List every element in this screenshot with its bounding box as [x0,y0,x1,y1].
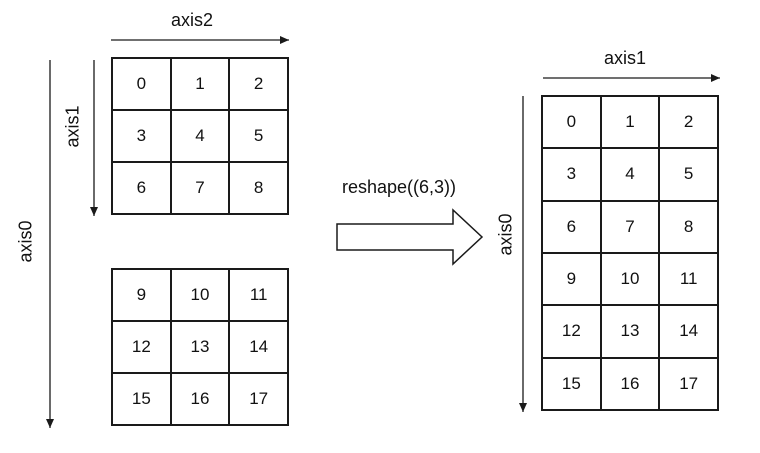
grid-cell: 9 [112,269,171,321]
grid-cell: 9 [542,252,601,306]
grid-cell: 12 [542,305,601,358]
grid-cell: 6 [542,200,601,253]
grid-cell: 0 [112,58,171,110]
axis1-label-right: axis1 [604,48,647,68]
grid-cell: 3 [542,148,601,201]
grid-cell: 17 [229,373,288,425]
grid-cell: 14 [659,305,718,358]
grid-cell: 2 [229,58,288,110]
grid-cell: 16 [170,373,230,425]
grid-cell: 1 [600,96,660,149]
grid-cell: 7 [170,162,230,214]
grid-cell: 15 [112,373,171,425]
reshape-label: reshape((6,3)) [342,177,457,197]
axis0-label-left: axis0 [15,220,36,263]
grid-cell: 15 [542,357,601,410]
grid-cell: 16 [600,357,660,410]
grid-cell: 2 [659,96,718,149]
grid-cell: 8 [229,162,288,214]
axis0-label-right: axis0 [495,213,516,256]
grid-cell: 11 [659,252,718,306]
grid-cell: 11 [229,269,288,321]
grid-cell: 3 [112,110,171,162]
grid-cell: 5 [229,110,288,162]
grid-cell: 17 [659,357,718,410]
axis2-label: axis2 [171,10,214,30]
grid-cell: 1 [170,58,230,110]
grid-cell: 5 [659,148,718,201]
grid-cell: 12 [112,321,171,373]
grid-cell: 7 [600,200,660,253]
axis1-label-left: axis1 [62,105,83,148]
grid-cell: 10 [600,252,660,306]
grid-cell: 13 [600,305,660,358]
grid-cell: 14 [229,321,288,373]
grid-cell: 4 [170,110,230,162]
grid-cell: 13 [170,321,230,373]
grid-cell: 4 [600,148,660,201]
reshape-arrow [336,208,484,266]
grid-cell: 10 [170,269,230,321]
grid-cell: 6 [112,162,171,214]
grid-cell: 0 [542,96,601,149]
grid-cell: 8 [659,200,718,253]
